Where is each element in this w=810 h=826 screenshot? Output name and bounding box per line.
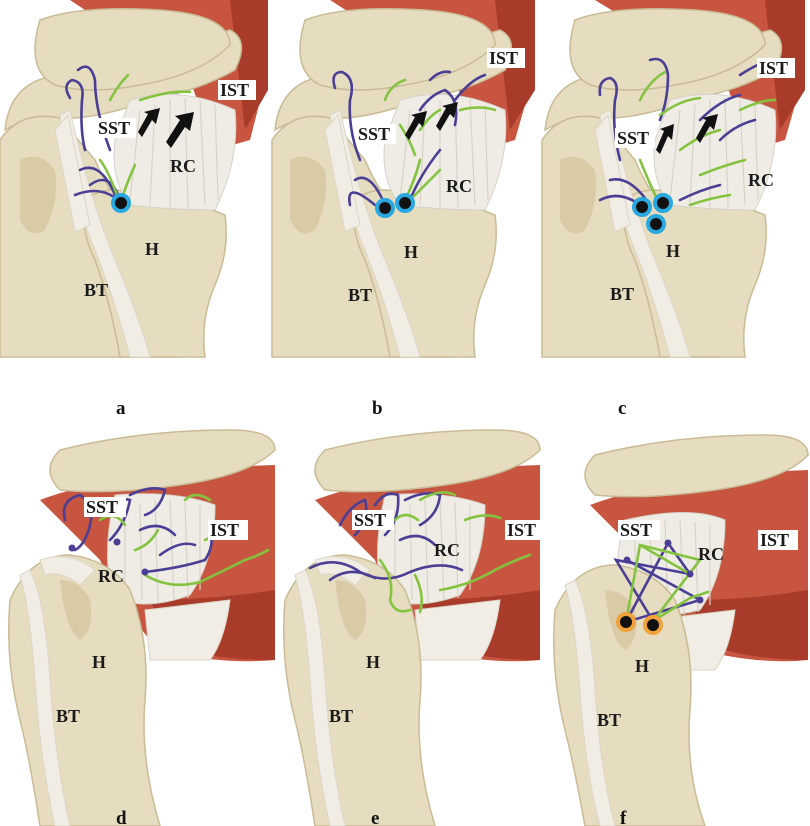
panel-a: SST IST RC H BT a	[0, 0, 268, 419]
h-label: H	[635, 656, 649, 676]
suture-anchor	[395, 193, 415, 213]
suture-anchor	[646, 214, 666, 234]
panel-c: SST IST RC H BT c	[541, 0, 805, 419]
panel-b: SST IST RC H BT b	[271, 0, 535, 419]
sst-label: SST	[86, 497, 118, 517]
rc-label: RC	[434, 540, 460, 560]
sst-label-bg	[84, 497, 126, 517]
sst-label: SST	[354, 510, 386, 530]
suture-anchor	[111, 193, 131, 213]
sst-label: SST	[617, 128, 649, 148]
panel-c-letter: c	[618, 398, 626, 419]
panel-e: SST IST RC H BT e	[283, 429, 545, 826]
rc-label: RC	[170, 156, 196, 176]
panel-f-letter: f	[620, 808, 627, 826]
panel-b-letter: b	[372, 398, 383, 419]
suture-point	[696, 596, 704, 604]
h-label: H	[92, 652, 106, 672]
suture-point	[68, 544, 76, 552]
suture-point	[141, 568, 149, 576]
panel-e-letter: e	[371, 808, 379, 826]
h-label: H	[366, 652, 380, 672]
suture-point	[664, 539, 672, 547]
suture-point	[113, 538, 121, 546]
sst-label-bg	[356, 124, 396, 144]
ist-label: IST	[210, 520, 239, 540]
sst-label: SST	[358, 124, 390, 144]
ist-label: IST	[507, 520, 536, 540]
bt-label: BT	[84, 280, 108, 300]
rc-label: RC	[446, 176, 472, 196]
suture-anchor	[653, 193, 673, 213]
ist-label: IST	[760, 530, 789, 550]
sst-label-bg	[618, 520, 660, 540]
suture-anchor	[616, 612, 636, 632]
rc-label: RC	[748, 170, 774, 190]
bt-label: BT	[597, 710, 621, 730]
suture-anchor	[632, 197, 652, 217]
ist-label-bg	[208, 520, 248, 540]
ist-label: IST	[220, 80, 249, 100]
sst-label: SST	[98, 118, 130, 138]
panel-a-letter: a	[116, 398, 126, 419]
rc-label: RC	[698, 544, 724, 564]
sst-label-bg	[96, 118, 136, 138]
panel-a-illustration	[0, 0, 268, 358]
sst-label-bg	[615, 128, 655, 148]
ist-label-bg	[757, 58, 795, 78]
panel-e-illustration	[283, 429, 541, 826]
bt-label: BT	[610, 284, 634, 304]
h-label: H	[145, 239, 159, 259]
sst-label: SST	[620, 520, 652, 540]
panel-d-illustration	[8, 429, 276, 826]
rc-label: RC	[98, 566, 124, 586]
panel-c-illustration	[541, 0, 805, 358]
h-label: H	[666, 241, 680, 261]
suture-anchor	[643, 615, 663, 635]
ist-label-bg	[218, 80, 256, 100]
suture-anchor	[375, 198, 395, 218]
panel-d: SST IST RC H BT d	[8, 429, 276, 826]
ist-label-bg	[487, 48, 525, 68]
h-label: H	[404, 242, 418, 262]
panel-f-illustration	[553, 434, 809, 826]
panel-d-letter: d	[116, 808, 127, 826]
panel-f: SST IST RC H BT f	[553, 434, 809, 826]
sst-label-bg	[352, 510, 394, 530]
ist-label-bg	[505, 520, 545, 540]
ist-label: IST	[489, 48, 518, 68]
panel-b-illustration	[271, 0, 535, 358]
ist-label: IST	[759, 58, 788, 78]
suture-point	[686, 570, 694, 578]
suture-point	[623, 556, 631, 564]
ist-label-bg	[758, 530, 798, 550]
bt-label: BT	[56, 706, 80, 726]
bt-label: BT	[329, 706, 353, 726]
bt-label: BT	[348, 285, 372, 305]
